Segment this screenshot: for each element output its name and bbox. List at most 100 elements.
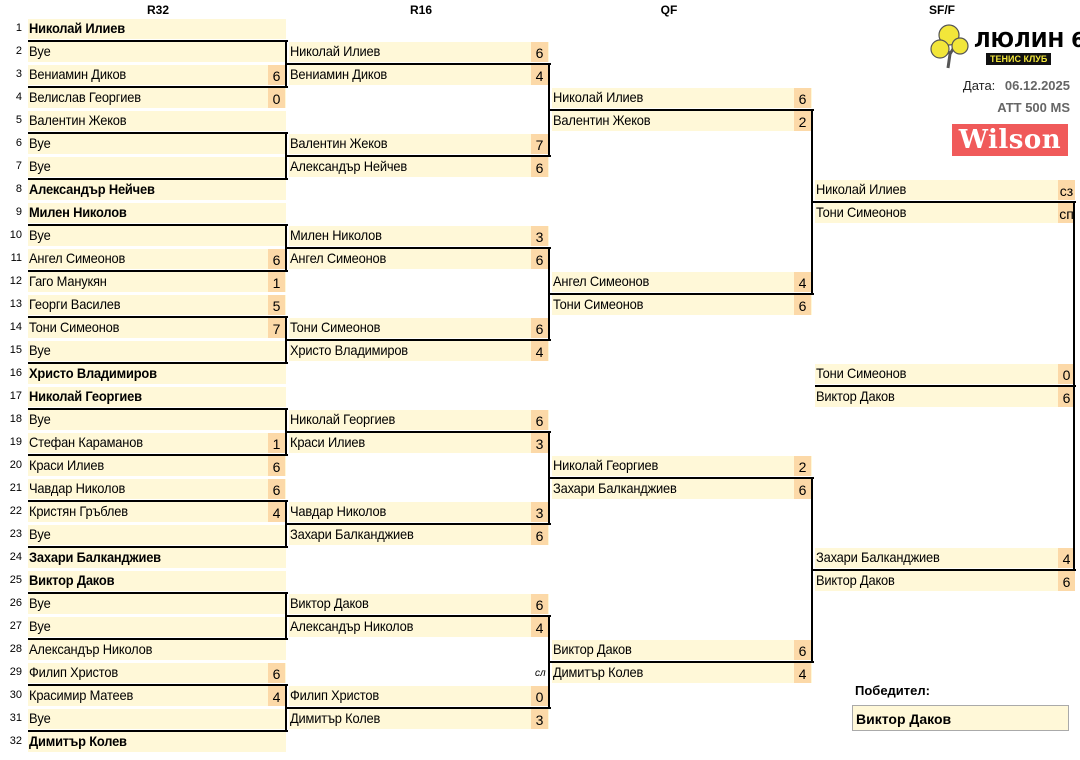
- player-name[interactable]: Николай Илиев: [553, 89, 644, 105]
- entry-background: [552, 272, 812, 292]
- player-name[interactable]: Милен Николов: [290, 227, 382, 243]
- entry-background: [28, 686, 286, 706]
- player-name[interactable]: Виктор Даков: [816, 388, 895, 404]
- entry-background: [815, 203, 1075, 223]
- player-name[interactable]: Милен Николов: [29, 204, 127, 220]
- bracket-line: [28, 546, 288, 548]
- player-name[interactable]: Христо Владимиров: [290, 342, 408, 358]
- entry-background: [289, 226, 549, 246]
- date-row: Дата: 06.12.2025: [940, 78, 1070, 93]
- player-name[interactable]: Гаго Манукян: [29, 273, 107, 289]
- player-name[interactable]: Bye: [29, 618, 51, 634]
- bracket-line: [28, 40, 288, 42]
- player-name[interactable]: Тони Симеонов: [553, 296, 644, 312]
- entry-background: [28, 640, 286, 660]
- player-name[interactable]: Тони Симеонов: [816, 204, 907, 220]
- player-name[interactable]: Велислав Георгиев: [29, 89, 141, 105]
- player-name[interactable]: Димитър Колев: [553, 664, 644, 680]
- score-cell: 6: [531, 157, 548, 177]
- bracket-line: [28, 638, 288, 640]
- player-name[interactable]: Чавдар Николов: [290, 503, 387, 519]
- bracket-line: [812, 569, 817, 571]
- bracket-line: [286, 155, 291, 157]
- player-name[interactable]: Захари Балканджиев: [29, 549, 161, 565]
- bracket-line: [549, 293, 554, 295]
- player-name[interactable]: Филип Христов: [29, 664, 119, 680]
- player-name[interactable]: Ангел Симеонов: [553, 273, 650, 289]
- player-name[interactable]: Александър Николов: [29, 641, 153, 657]
- entry-background: [289, 134, 549, 154]
- player-name[interactable]: Валентин Жеков: [290, 135, 388, 151]
- score-cell: 4: [794, 663, 811, 683]
- score-cell: 6: [268, 479, 285, 499]
- score-cell: 4: [268, 502, 285, 522]
- entry-background: [28, 226, 286, 246]
- player-name[interactable]: Bye: [29, 342, 51, 358]
- score-cell: 4: [268, 686, 285, 706]
- entry-background: [815, 571, 1075, 591]
- player-name[interactable]: Виктор Даков: [816, 572, 895, 588]
- player-name[interactable]: Захари Балканджиев: [553, 480, 677, 496]
- entry-background: [552, 111, 812, 131]
- retired-note: сл: [535, 668, 546, 679]
- player-name[interactable]: Валентин Жеков: [553, 112, 651, 128]
- player-name[interactable]: Ангел Симеонов: [290, 250, 387, 266]
- player-name[interactable]: Bye: [29, 526, 51, 542]
- bracket-line: [286, 63, 291, 65]
- entry-background: [28, 732, 286, 752]
- player-name[interactable]: Александър Нейчев: [290, 158, 408, 174]
- player-name[interactable]: Георги Василев: [29, 296, 121, 312]
- player-name[interactable]: Кристян Гръблев: [29, 503, 128, 519]
- player-name[interactable]: Александър Николов: [290, 618, 414, 634]
- bracket-line: [289, 339, 551, 341]
- player-name[interactable]: Николай Георгиев: [290, 411, 396, 427]
- bracket-line: [289, 707, 551, 709]
- player-name[interactable]: Bye: [29, 710, 51, 726]
- player-name[interactable]: Христо Владимиров: [29, 365, 157, 381]
- player-name[interactable]: Николай Георгиев: [553, 457, 659, 473]
- player-name[interactable]: Николай Илиев: [290, 43, 381, 59]
- seed-number: 7: [15, 160, 22, 172]
- player-name[interactable]: Димитър Колев: [290, 710, 381, 726]
- player-name[interactable]: Вениамин Диков: [29, 66, 127, 82]
- player-name[interactable]: Захари Балканджиев: [816, 549, 940, 565]
- player-name[interactable]: Филип Христов: [290, 687, 380, 703]
- player-name[interactable]: Тони Симеонов: [290, 319, 381, 335]
- player-name[interactable]: Валентин Жеков: [29, 112, 127, 128]
- player-name[interactable]: Захари Балканджиев: [290, 526, 414, 542]
- player-name[interactable]: Красимир Матеев: [29, 687, 134, 703]
- entry-background: [28, 456, 286, 476]
- player-name[interactable]: Bye: [29, 43, 51, 59]
- player-name[interactable]: Виктор Даков: [290, 595, 369, 611]
- entry-background: [289, 318, 549, 338]
- score-cell: 4: [794, 272, 811, 292]
- player-name[interactable]: Виктор Даков: [29, 572, 115, 588]
- bracket-line: [815, 385, 1076, 387]
- entry-background: [28, 433, 286, 453]
- player-name[interactable]: Bye: [29, 227, 51, 243]
- score-cell: 6: [794, 295, 811, 315]
- score-cell: 6: [531, 410, 548, 430]
- player-name[interactable]: Александър Нейчев: [29, 181, 155, 197]
- player-name[interactable]: Николай Георгиев: [29, 388, 142, 404]
- player-name[interactable]: Димитър Колев: [29, 733, 127, 749]
- player-name[interactable]: Bye: [29, 595, 51, 611]
- seed-number: 32: [9, 735, 22, 747]
- player-name[interactable]: Краси Илиев: [29, 457, 104, 473]
- player-name[interactable]: Тони Симеонов: [816, 365, 907, 381]
- entry-background: [552, 479, 812, 499]
- player-name[interactable]: Bye: [29, 135, 51, 151]
- player-name[interactable]: Николай Илиев: [29, 20, 125, 36]
- player-name[interactable]: Стефан Караманов: [29, 434, 143, 450]
- club-logo: ЛЮЛИН 6 ТЕНИС КЛУБ: [928, 24, 1080, 72]
- player-name[interactable]: Bye: [29, 158, 51, 174]
- player-name[interactable]: Тони Симеонов: [29, 319, 120, 335]
- player-name[interactable]: Bye: [29, 411, 51, 427]
- player-name[interactable]: Вениамин Диков: [290, 66, 388, 82]
- player-name[interactable]: Краси Илиев: [290, 434, 365, 450]
- player-name[interactable]: Ангел Симеонов: [29, 250, 126, 266]
- player-name[interactable]: Виктор Даков: [553, 641, 632, 657]
- player-name[interactable]: Николай Илиев: [816, 181, 907, 197]
- entry-background: [815, 387, 1075, 407]
- player-name[interactable]: Чавдар Николов: [29, 480, 126, 496]
